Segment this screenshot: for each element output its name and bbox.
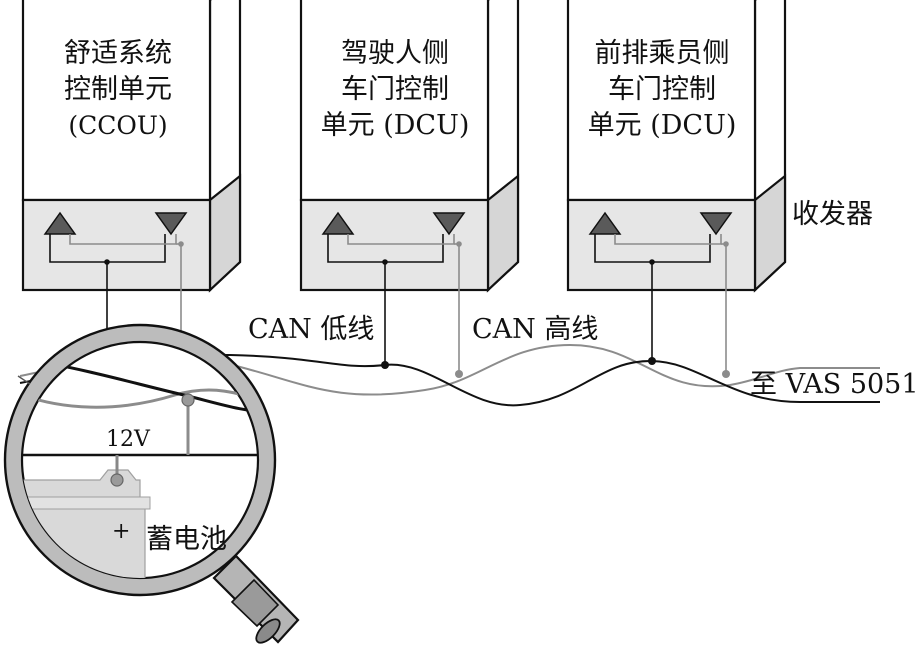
unit-1-line-1: 舒适系统 — [64, 38, 172, 69]
unit-1-line-3: (CCOU) — [68, 111, 167, 140]
battery-label: 蓄电池 — [146, 524, 227, 555]
unit-3-line-3: 单元 (DCU) — [588, 110, 737, 141]
control-unit-driver-dcu: 驾驶人侧 车门控制 单元 (DCU) — [299, 0, 520, 293]
rx-triangle-icon — [699, 212, 733, 236]
battery-plus-label: + — [112, 519, 130, 544]
rx-triangle-icon — [432, 212, 466, 236]
unit-2-line-3: 单元 (DCU) — [321, 110, 470, 141]
vas-tester-label: 至 VAS 5051 — [750, 369, 918, 400]
tx-triangle-icon — [43, 211, 77, 235]
transceiver-label: 收发器 — [792, 199, 873, 230]
can-high-label: CAN 高线 — [472, 314, 598, 345]
control-unit-ccou: 舒适系统 控制单元 (CCOU) — [21, 0, 242, 293]
unit-2-line-1: 驾驶人侧 — [341, 38, 449, 69]
tx-triangle-icon — [321, 211, 355, 235]
tx-triangle-icon — [588, 211, 622, 235]
magnifier-icon: 12V + 蓄电池 — [3, 323, 300, 644]
control-unit-passenger-dcu: 前排乘员侧 车门控制 单元 (DCU) — [566, 0, 787, 293]
unit-3-line-2: 车门控制 — [608, 74, 716, 105]
unit-3-line-1: 前排乘员侧 — [595, 38, 730, 69]
rx-triangle-icon — [154, 212, 188, 236]
can-low-label: CAN 低线 — [248, 314, 374, 345]
unit-2-line-2: 车门控制 — [341, 74, 449, 105]
unit-1-line-2: 控制单元 — [64, 74, 172, 105]
battery-body — [22, 499, 146, 578]
voltage-label: 12V — [106, 427, 151, 452]
